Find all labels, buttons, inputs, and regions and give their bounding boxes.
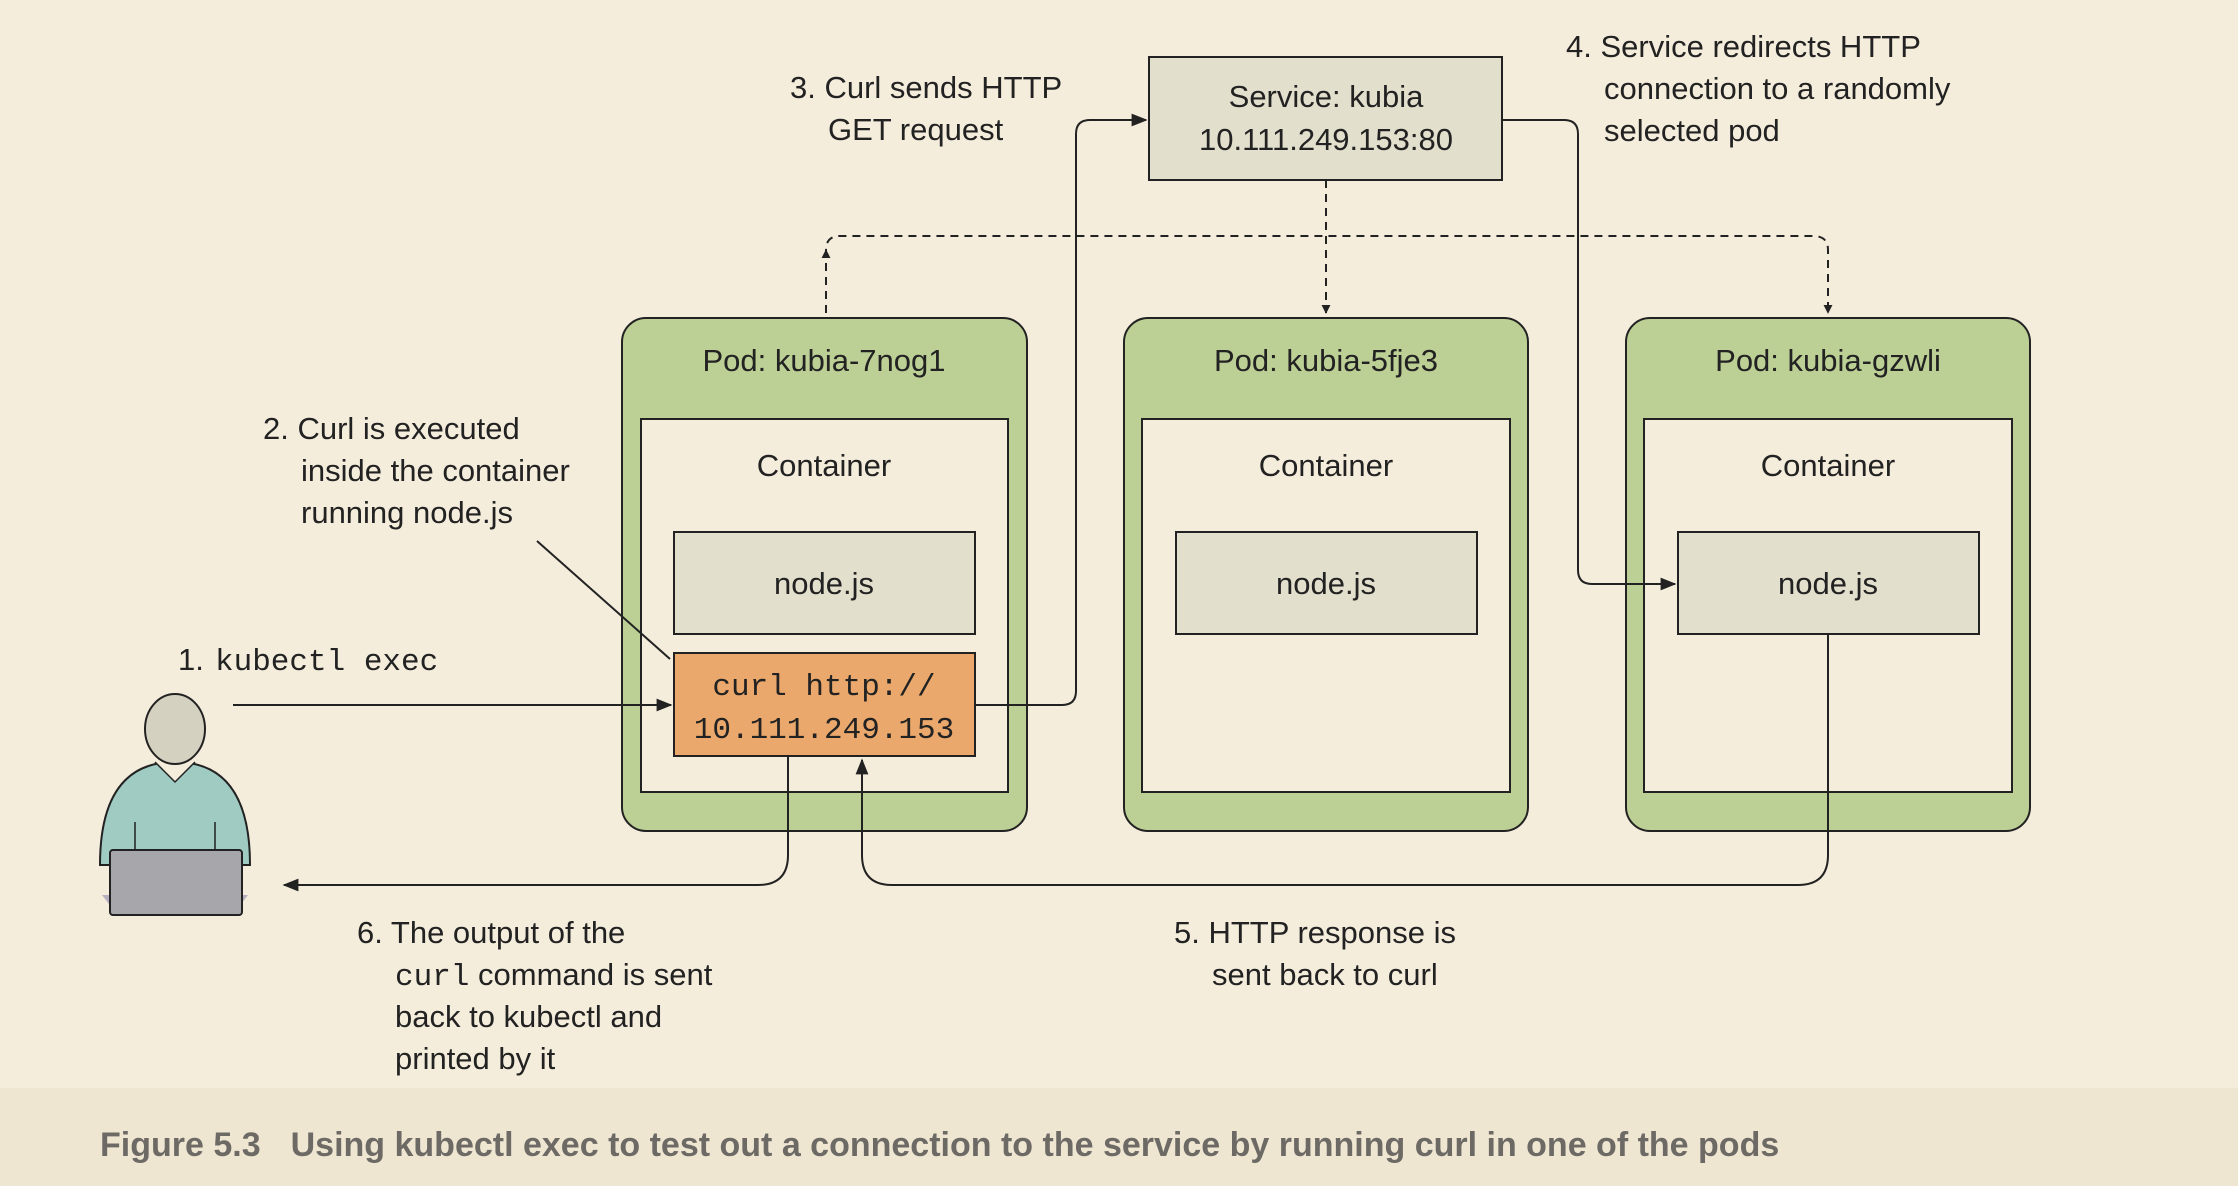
pod-title: Pod: kubia-5fje3 [1214,343,1438,378]
step1-number: 1. [178,642,204,677]
step6-line3: back to kubectl and [395,999,662,1034]
nodejs-box [1677,531,1980,635]
step6-line2: curl command is sent [395,957,713,995]
step3-line2: GET request [828,112,1004,147]
step1-code: kubectl exec [215,645,438,680]
nodejs-label: node.js [1778,566,1878,601]
flow-arrows [233,113,1829,892]
arrow-curl-to-service [975,113,1148,706]
leader-line-step2 [536,540,671,660]
pod-kubia-gzwli: Pod: kubia-gzwli Container node.js [1625,317,2031,832]
container-label: Container [1259,448,1393,483]
step-4-label: 4. Service redirects HTTP connection to … [1566,29,1951,148]
pod-title: Pod: kubia-gzwli [1715,343,1941,378]
nodejs-box [673,531,976,635]
step6-line2-text: command is sent [469,957,712,992]
step4-line1: 4. Service redirects HTTP [1566,29,1921,64]
kubernetes-service-diagram: Service: kubia 10.111.249.153:80 Pod: ku… [98,29,2031,1076]
arrow-response-to-curl [855,634,1829,886]
step4-line3: selected pod [1604,113,1780,148]
nodejs-label: node.js [774,566,874,601]
step4-line2: connection to a randomly [1604,71,1951,106]
step-1-label: 1. kubectl exec [178,642,438,680]
container-label: Container [757,448,891,483]
nodejs-box [1175,531,1478,635]
step6-line4: printed by it [395,1041,556,1076]
service-distribution-lines [821,180,1833,314]
arrow-service-to-pod [1502,119,1677,591]
step-6-label: 6. The output of the curl command is sen… [357,915,713,1076]
curl-line1: curl http:// [712,670,935,705]
container-label: Container [1761,448,1895,483]
nodejs-label: node.js [1276,566,1376,601]
step5-line2: sent back to curl [1212,957,1438,992]
step-3-label: 3. Curl sends HTTP GET request [790,70,1062,147]
step2-line1: 2. Curl is executed [263,411,520,446]
step3-line1: 3. Curl sends HTTP [790,70,1062,105]
arrow-output-to-kubectl [282,756,789,892]
step2-line2: inside the container [301,453,570,488]
step5-line1: 5. HTTP response is [1174,915,1456,950]
pod-kubia-7nog1: Pod: kubia-7nog1 Container node.js curl … [621,317,1028,832]
step6-code: curl [395,960,469,995]
pod-title: Pod: kubia-7nog1 [702,343,945,378]
step2-line3: running node.js [301,495,513,530]
step6-line1: 6. The output of the [357,915,625,950]
service-address: 10.111.249.153:80 [1199,122,1453,157]
curl-box [673,652,976,757]
caption-label: Figure 5.3 [100,1126,261,1164]
pod-kubia-5fje3: Pod: kubia-5fje3 Container node.js [1123,317,1529,832]
service-box: Service: kubia 10.111.249.153:80 [1148,56,1503,181]
service-title: Service: kubia [1229,79,1424,114]
curl-line2: 10.111.249.153 [694,713,954,748]
step-2-label: 2. Curl is executed inside the container… [263,411,570,530]
step-5-label: 5. HTTP response is sent back to curl [1174,915,1456,992]
caption-text: Using kubectl exec to test out a connect… [290,1126,1780,1164]
user-with-laptop-icon [98,693,252,916]
figure-caption: Figure 5.3 Using kubectl exec to test out… [0,1088,2238,1186]
